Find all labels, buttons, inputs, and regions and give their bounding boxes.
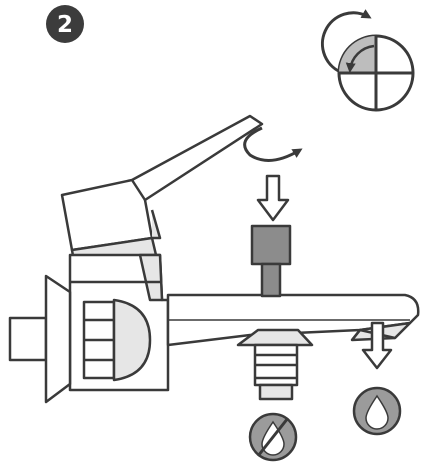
step-badge: 2 bbox=[46, 5, 84, 43]
faucet bbox=[8, 114, 420, 404]
lever-rotate-arrow-icon bbox=[243, 126, 303, 162]
step-number: 2 bbox=[57, 12, 73, 38]
step-badge-circle bbox=[46, 5, 84, 43]
bottom-outlet-cap bbox=[258, 383, 294, 401]
no-water-strike bbox=[256, 417, 290, 457]
water-drop-icon bbox=[352, 386, 402, 436]
wall-flange bbox=[44, 274, 72, 404]
dial-small-arrow-icon bbox=[345, 44, 375, 73]
rotate-ccw-arrow-icon bbox=[321, 9, 372, 75]
diverter-cartridge bbox=[250, 224, 292, 266]
inlet-pipe bbox=[8, 316, 48, 362]
rotation-indicator bbox=[321, 9, 415, 112]
body-curve bbox=[112, 298, 152, 382]
housing-shade bbox=[138, 253, 164, 302]
lever-handle bbox=[60, 114, 264, 252]
down-arrow-icon bbox=[256, 174, 290, 222]
down-arrow-cartridge bbox=[256, 174, 290, 222]
down-arrow-icon bbox=[361, 321, 393, 370]
lever-shade bbox=[150, 209, 162, 240]
down-arrow-spout bbox=[361, 321, 393, 370]
water-drop-shape bbox=[365, 394, 389, 430]
no-water-drop-icon bbox=[248, 412, 298, 462]
diverter-stem bbox=[260, 262, 282, 298]
rotate-arrow-path bbox=[243, 126, 303, 162]
lever-edge bbox=[130, 179, 147, 201]
